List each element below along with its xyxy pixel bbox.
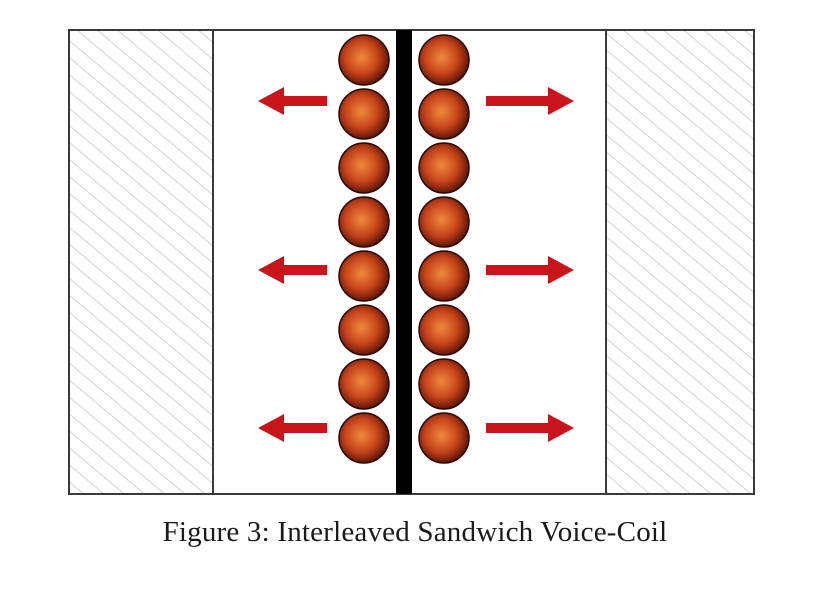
coil-former <box>396 30 412 494</box>
right-pole-piece <box>606 31 753 493</box>
right-wire-turn <box>418 358 470 410</box>
force-arrow-left <box>258 87 327 115</box>
right-wire-turn <box>418 250 470 302</box>
right-wire-turn <box>418 304 470 356</box>
force-arrows <box>258 87 574 442</box>
left-wire-turn <box>338 358 390 410</box>
force-arrow-left <box>258 414 327 442</box>
right-wire-turn <box>418 196 470 248</box>
right-wire-turn <box>418 88 470 140</box>
voice-coil-diagram <box>68 29 755 495</box>
force-arrow-left <box>258 256 327 284</box>
left-wire-turn <box>338 142 390 194</box>
left-wire-turn <box>338 304 390 356</box>
left-pole-piece <box>70 31 213 493</box>
figure-caption: Figure 3: Interleaved Sandwich Voice-Coi… <box>162 516 668 548</box>
left-wire-turn <box>338 250 390 302</box>
force-arrow-right <box>486 87 574 115</box>
right-wire-turn <box>418 34 470 86</box>
force-arrow-right <box>486 414 574 442</box>
left-wire-turn <box>338 196 390 248</box>
right-wire-turn <box>418 412 470 464</box>
left-wire-turn <box>338 88 390 140</box>
left-wire-turn <box>338 34 390 86</box>
right-wire-turn <box>418 142 470 194</box>
coil-wire-turns <box>338 34 470 464</box>
left-wire-turn <box>338 412 390 464</box>
force-arrow-right <box>486 256 574 284</box>
